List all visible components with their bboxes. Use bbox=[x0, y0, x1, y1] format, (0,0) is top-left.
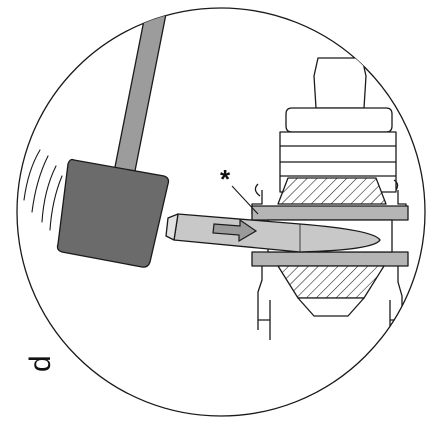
spindle-assembly bbox=[251, 57, 409, 340]
drift-punch bbox=[165, 213, 381, 253]
punch-tip bbox=[165, 213, 179, 241]
lower-band bbox=[251, 251, 409, 267]
arrow-right-icon bbox=[212, 218, 258, 243]
motion-lines-icon bbox=[23, 149, 63, 231]
nose-cap bbox=[313, 57, 367, 109]
punch-body bbox=[173, 213, 381, 253]
marker-leader bbox=[231, 185, 259, 215]
upper-collar bbox=[285, 107, 393, 133]
lower-taper bbox=[297, 297, 365, 317]
hammer-head bbox=[56, 158, 170, 268]
panel-label: d bbox=[24, 355, 57, 372]
hammer-icon bbox=[56, 9, 170, 268]
upper-band bbox=[251, 205, 409, 221]
upper-cone-section bbox=[277, 177, 387, 205]
marker-asterisk: * bbox=[220, 164, 231, 194]
